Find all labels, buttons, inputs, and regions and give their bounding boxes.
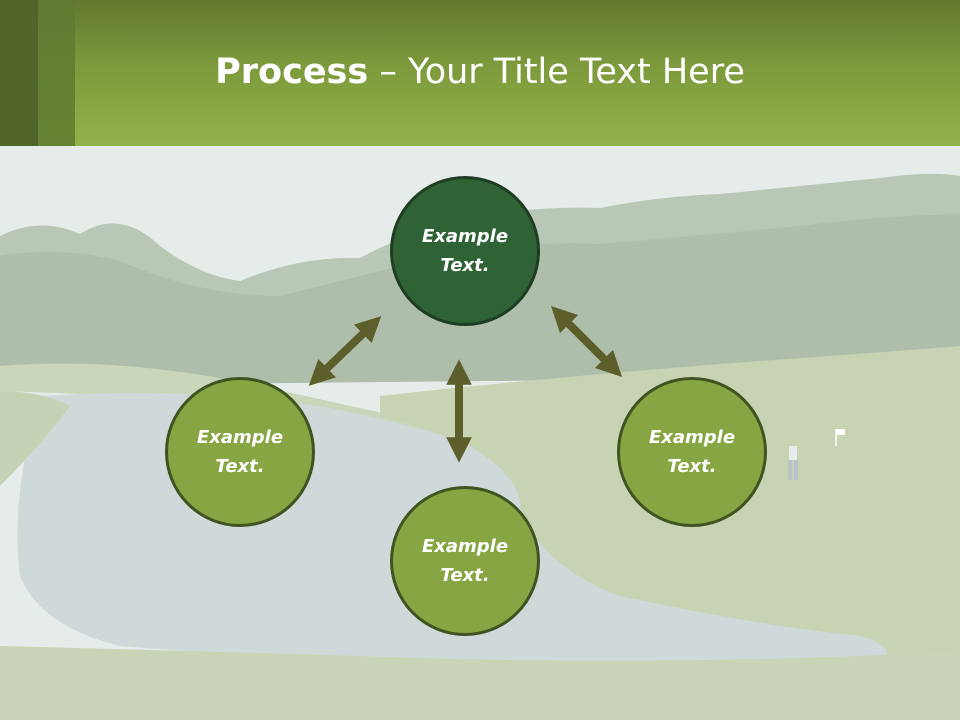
process-node-bottom[interactable]: Example Text. — [390, 486, 540, 636]
decorative-stripe — [38, 0, 75, 146]
title-text: – Your Title Text Here — [368, 52, 745, 92]
node-text: Example Text. — [421, 536, 509, 586]
title-bar: Process – Your Title Text Here — [0, 0, 960, 146]
decorative-stripe — [0, 0, 38, 146]
node-text: Example Text. — [648, 427, 736, 477]
process-node-left[interactable]: Example Text. — [165, 377, 315, 527]
title-bold-text: Process — [215, 52, 369, 92]
node-text: Example Text. — [421, 226, 509, 276]
process-node-top[interactable]: Example Text. — [390, 176, 540, 326]
arrow-top-right — [550, 305, 623, 378]
arrow-top-left — [308, 316, 382, 386]
node-text: Example Text. — [196, 427, 284, 477]
page-title[interactable]: Process – Your Title Text Here — [0, 52, 960, 92]
process-node-right[interactable]: Example Text. — [617, 377, 767, 527]
